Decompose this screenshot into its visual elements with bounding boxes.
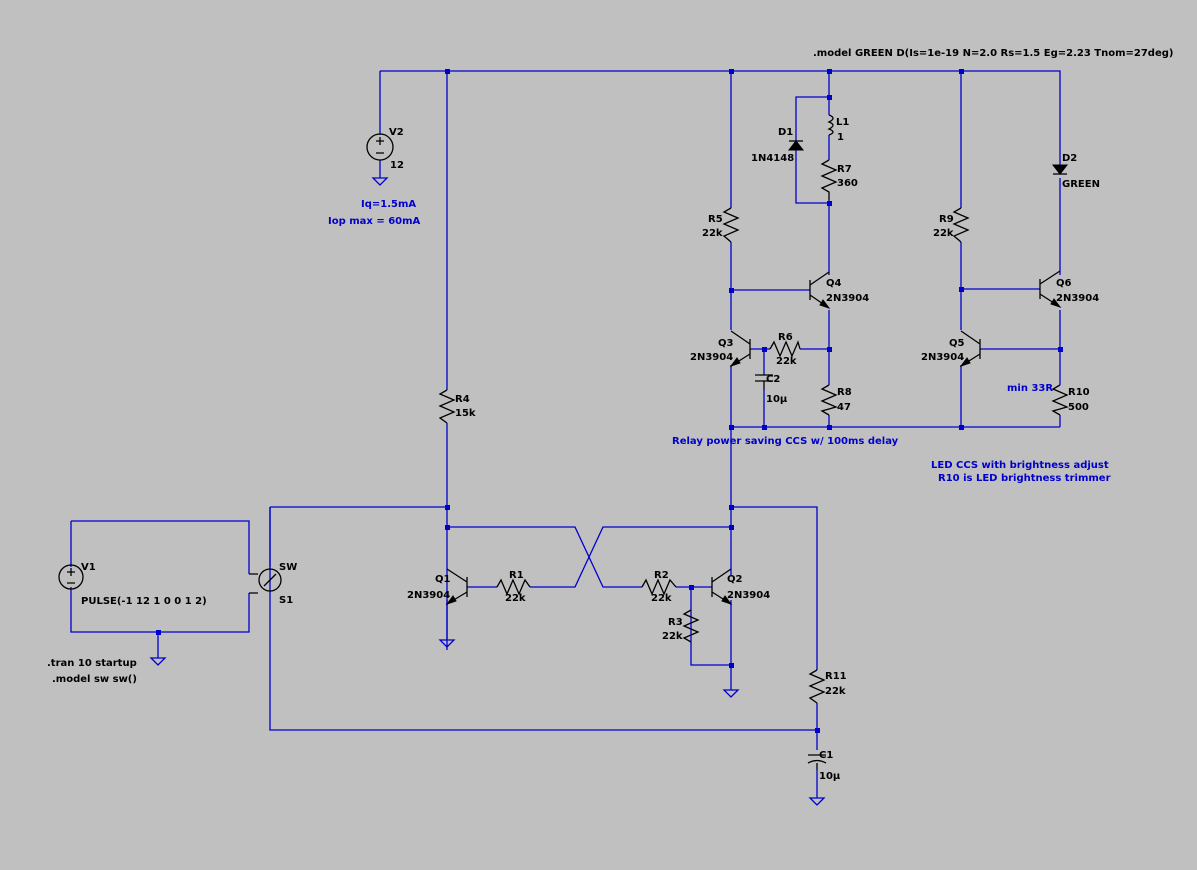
capacitor-icon [807,754,827,764]
c1-value: 10µ [819,771,841,782]
r6-name: R6 [778,332,793,343]
wires [70,70,1061,798]
q1-value: 2N3904 [407,590,450,601]
r4-name: R4 [455,394,470,405]
r5-name: R5 [708,214,723,225]
c2-value: 10µ [766,394,788,405]
ground-icon [438,639,456,648]
r7-name: R7 [837,164,852,175]
d2-name: D2 [1062,153,1077,164]
r11-name: R11 [825,671,847,682]
tran-directive[interactable]: .tran 10 startup [47,658,137,669]
l1-value: 1 [837,132,844,143]
q4-name: Q4 [826,278,842,289]
capacitor-icon [755,374,773,390]
v2-value: 12 [390,160,404,171]
r1-name: R1 [509,570,524,581]
resistor-icon [641,578,677,596]
resistor-icon [808,669,826,704]
r10-name: R10 [1068,387,1090,398]
q4-value: 2N3904 [826,293,869,304]
r8-name: R8 [837,387,852,398]
ground-icon [808,797,826,806]
model-green-directive[interactable]: .model GREEN D(Is=1e-19 N=2.0 Rs=1.5 Eg=… [813,48,1173,59]
resistor-icon [682,609,700,643]
led-comment-1[interactable]: LED CCS with brightness adjust [931,460,1109,471]
ground-icon [722,689,740,698]
r9-name: R9 [939,214,954,225]
r2-name: R2 [654,570,669,581]
q5-value: 2N3904 [921,352,964,363]
ground-symbols [149,177,826,806]
s1-name: S1 [279,595,293,606]
voltage-source-icon [366,133,394,161]
resistor-icon [952,207,970,243]
q3-name: Q3 [718,338,734,349]
diode-icon [787,140,805,151]
r1-value: 22k [505,593,526,604]
d1-value: 1N4148 [751,153,794,164]
transistor-icon [730,330,751,367]
switch-icon [258,568,282,592]
resistor-icon [769,340,801,358]
v1-value: PULSE(-1 12 1 0 0 1 2) [81,596,207,607]
voltage-source-icon [58,564,84,590]
q6-value: 2N3904 [1056,293,1099,304]
iop-comment[interactable]: Iop max = 60mA [328,216,421,227]
r8-value: 47 [837,402,851,413]
r10-value: 500 [1068,402,1089,413]
s1-model: SW [279,562,297,573]
resistor-icon [438,389,456,424]
component-symbols [58,114,1069,770]
r9-value: 22k [933,228,954,239]
q6-name: Q6 [1056,278,1072,289]
q1-name: Q1 [435,574,451,585]
v2-name: V2 [389,127,404,138]
c1-name: C1 [819,750,833,761]
resistor-icon [820,384,838,416]
v1-name: V1 [81,562,96,573]
directives: .model GREEN D(Is=1e-19 N=2.0 Rs=1.5 Eg=… [47,48,1173,685]
q5-name: Q5 [949,338,965,349]
r6-value: 22k [776,356,797,367]
inductor-icon [827,114,834,136]
r2-value: 22k [651,593,672,604]
ground-icon [149,657,167,666]
r7-value: 360 [837,178,858,189]
c2-name: C2 [766,374,780,385]
resistor-icon [1051,384,1069,416]
min33-comment[interactable]: min 33R [1007,383,1053,394]
q3-value: 2N3904 [690,352,733,363]
r5-value: 22k [702,228,723,239]
relay-comment[interactable]: Relay power saving CCS w/ 100ms delay [672,436,899,447]
d1-name: D1 [778,127,793,138]
l1-name: L1 [836,117,849,128]
component-labels: V2 12 V1 PULSE(-1 12 1 0 0 1 2) SW S1 R4… [81,117,1100,782]
iq-comment[interactable]: Iq=1.5mA [361,199,416,210]
ground-icon [371,177,389,186]
q2-value: 2N3904 [727,590,770,601]
led-comment-2[interactable]: R10 is LED brightness trimmer [938,473,1111,484]
junctions [156,69,1063,733]
r4-value: 15k [455,408,476,419]
resistor-icon [722,207,740,243]
model-sw-directive[interactable]: .model sw sw() [52,674,137,685]
r3-name: R3 [668,617,683,628]
resistor-icon [820,159,838,200]
r3-value: 22k [662,631,683,642]
d2-value: GREEN [1062,179,1100,190]
resistor-icon [496,578,531,596]
diode-icon [1051,164,1069,175]
r11-value: 22k [825,686,846,697]
q2-name: Q2 [727,574,743,585]
